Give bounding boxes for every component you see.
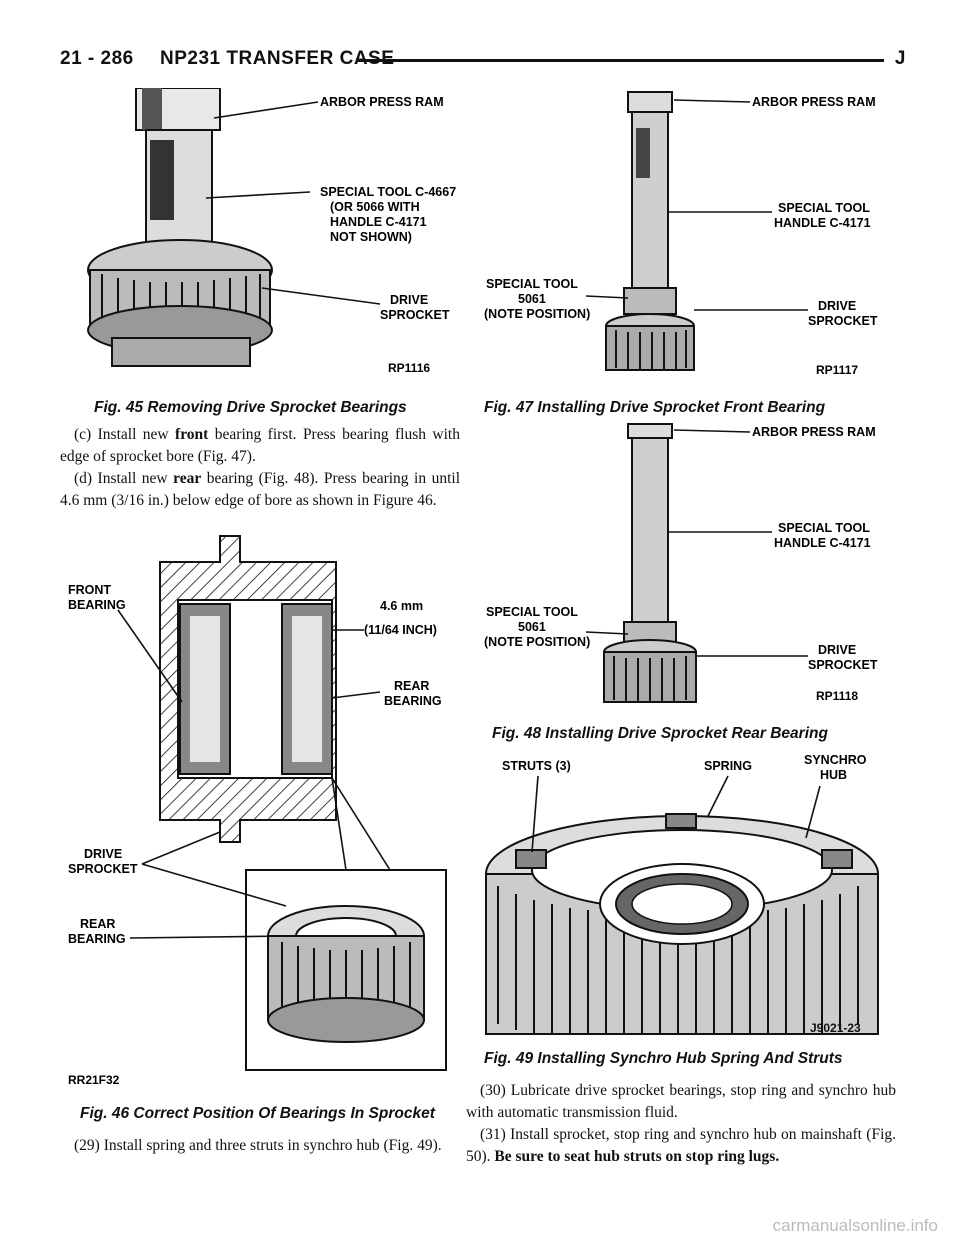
fig46-label-rearb-2: BEARING	[68, 932, 126, 946]
fig49-label-struts: STRUTS (3)	[502, 759, 571, 773]
fig48-caption: Fig. 48 Installing Drive Sprocket Rear B…	[492, 725, 828, 742]
fig45-label-tool-2: (OR 5066 WITH	[330, 200, 420, 214]
fig48-label-tool-3: (NOTE POSITION)	[484, 635, 590, 649]
fig48-label-tool-2: 5061	[518, 620, 546, 634]
fig46-label-drive-1: DRIVE	[84, 847, 122, 861]
fig47-illustration: ARBOR PRESS RAM SPECIAL TOOL HANDLE C-41…	[478, 88, 890, 388]
fig48-label-handle-1: SPECIAL TOOL	[778, 521, 870, 535]
fig45-label-tool-3: HANDLE C-4171	[330, 215, 427, 229]
step-31-paragraph: (31) Install sprocket, stop ring and syn…	[466, 1126, 896, 1165]
fig47-caption: Fig. 47 Installing Drive Sprocket Front …	[484, 399, 826, 416]
fig47-label-tool-1: SPECIAL TOOL	[486, 277, 578, 291]
fig48-label-tool-1: SPECIAL TOOL	[486, 605, 578, 619]
fig46-label-front-2: BEARING	[68, 598, 126, 612]
fig48-code: RP1118	[816, 689, 858, 703]
step-30-paragraph: (30) Lubricate drive sprocket bearings, …	[466, 1082, 896, 1121]
fig46-illustration: FRONT BEARING 4.6 mm (11/64 INCH) REAR B…	[60, 532, 466, 1092]
fig45-label-sprocket-2: SPROCKET	[380, 308, 450, 322]
fig45-label-tool-1: SPECIAL TOOL C-4667	[320, 185, 456, 199]
fig46-label-front-1: FRONT	[68, 583, 111, 597]
fig47-label-tool-3: (NOTE POSITION)	[484, 307, 590, 321]
fig49-label-hub-2: HUB	[820, 768, 847, 782]
fig47-code: RP1117	[816, 363, 858, 377]
fig45-label-sprocket-1: DRIVE	[390, 293, 428, 307]
watermark: carmanualsonline.info	[772, 1216, 938, 1235]
fig48-label-ram: ARBOR PRESS RAM	[752, 425, 876, 439]
fig49-label-hub-1: SYNCHRO	[804, 754, 867, 767]
section-title: NP231 TRANSFER CASE	[160, 48, 395, 69]
fig48-label-sprocket-1: DRIVE	[818, 643, 856, 657]
fig46-label-drive-2: SPROCKET	[68, 862, 138, 876]
header-rule	[358, 59, 884, 62]
fig45-caption: Fig. 45 Removing Drive Sprocket Bearings	[94, 399, 407, 416]
fig49-label-spring: SPRING	[704, 759, 752, 773]
fig47-label-sprocket-1: DRIVE	[818, 299, 856, 313]
fig45-label-ram: ARBOR PRESS RAM	[320, 95, 444, 109]
step-d-paragraph: (d) Install new rear bearing (Fig. 48). …	[60, 470, 460, 509]
fig46-caption: Fig. 46 Correct Position Of Bearings In …	[80, 1105, 435, 1122]
fig46-label-dim-1: 4.6 mm	[380, 599, 423, 613]
fig45-illustration: ARBOR PRESS RAM SPECIAL TOOL C-4667 (OR …	[86, 88, 468, 388]
fig47-label-handle-2: HANDLE C-4171	[774, 216, 871, 230]
page-number: 21 - 286	[60, 48, 134, 69]
step-d-bold: rear	[173, 470, 202, 487]
step-29-paragraph: (29) Install spring and three struts in …	[74, 1137, 442, 1154]
header-letter: J	[894, 48, 906, 69]
fig49-code: J9021-23	[810, 1021, 861, 1035]
step-c-paragraph: (c) Install new front bearing first. Pre…	[60, 426, 460, 465]
fig48-label-sprocket-2: SPROCKET	[808, 658, 878, 672]
fig46-label-dim-2: (11/64 INCH)	[364, 623, 437, 637]
fig49-caption: Fig. 49 Installing Synchro Hub Spring An…	[484, 1050, 843, 1067]
step-c-bold: front	[175, 426, 209, 443]
fig47-label-handle-1: SPECIAL TOOL	[778, 201, 870, 215]
fig49-illustration: STRUTS (3) SPRING SYNCHRO HUB J9021-23	[476, 754, 890, 1044]
step-31-bold: Be sure to seat hub struts on stop ring …	[494, 1148, 780, 1165]
fig48-illustration: ARBOR PRESS RAM SPECIAL TOOL HANDLE C-41…	[478, 420, 890, 716]
page-header: 21 - 286 NP231 TRANSFER CASE J	[60, 44, 906, 74]
fig48-label-handle-2: HANDLE C-4171	[774, 536, 871, 550]
fig46-label-rear-1: REAR	[394, 679, 429, 693]
fig47-label-sprocket-2: SPROCKET	[808, 314, 878, 328]
fig46-label-rear-2: BEARING	[384, 694, 442, 708]
fig45-label-tool-4: NOT SHOWN)	[330, 230, 412, 244]
fig46-label-rearb-1: REAR	[80, 917, 115, 931]
fig47-label-ram: ARBOR PRESS RAM	[752, 95, 876, 109]
fig47-label-tool-2: 5061	[518, 292, 546, 306]
fig45-code: RP1116	[388, 361, 430, 375]
fig46-code: RR21F32	[68, 1073, 120, 1087]
